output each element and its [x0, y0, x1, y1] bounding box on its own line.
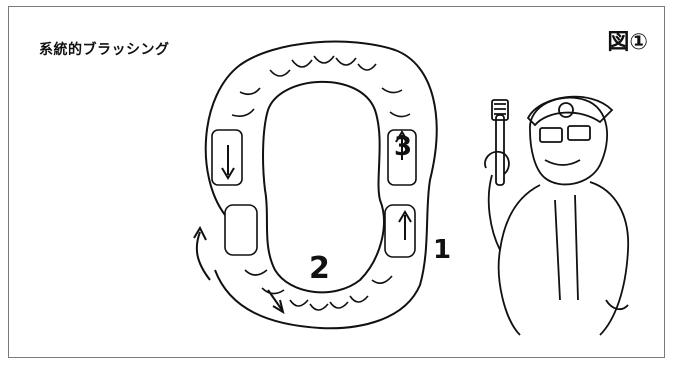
step-number-3: 3 [394, 132, 412, 162]
step-number-1: 1 [433, 235, 451, 265]
dentist-figure [489, 97, 628, 335]
toothbrush-icon [485, 100, 509, 185]
upper-teeth [212, 56, 416, 185]
step-number-2: 2 [309, 251, 330, 286]
